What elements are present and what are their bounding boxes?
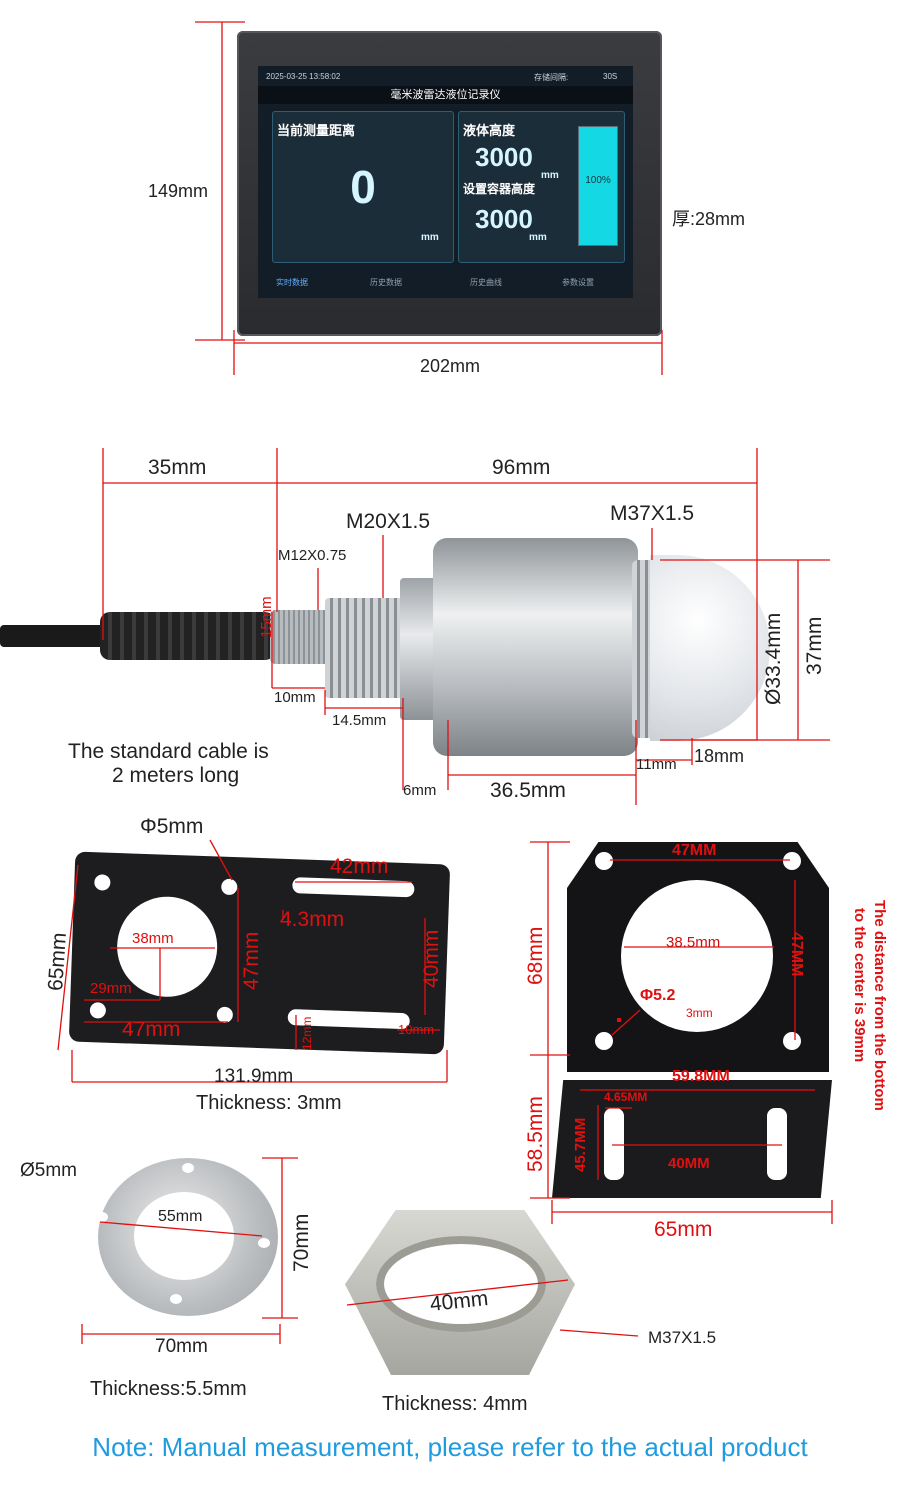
l-bracket-foot	[552, 1080, 832, 1198]
plate-dim-42: 42mm	[330, 855, 389, 878]
bracket-dim-47-side: 47MM	[788, 932, 805, 977]
nav-history-data[interactable]: 历史数据	[370, 278, 402, 287]
nav-realtime[interactable]: 实时数据	[276, 278, 308, 287]
bracket-slot	[767, 1108, 787, 1180]
sensor-dim-33-4: Ø33.4mm	[762, 612, 785, 705]
bracket-hole	[783, 1032, 801, 1050]
nut-thickness: Thickness: 4mm	[382, 1393, 528, 1415]
screen-title: 毫米波雷达液位记录仪	[258, 86, 633, 104]
container-label: 设置容器高度	[463, 182, 536, 196]
plate-dim-47-horizontal: 47mm	[122, 1018, 181, 1041]
level-bar: 100%	[578, 126, 618, 246]
plate-dim-10: 10mm	[398, 1022, 435, 1037]
sensor-dim-15: 15mm	[258, 596, 275, 638]
distance-unit: mm	[421, 232, 439, 243]
bracket-hole	[783, 852, 801, 870]
plate-dim-131-9: 131.9mm	[214, 1066, 294, 1087]
flange-dim-70-vertical: 70mm	[290, 1213, 313, 1272]
bracket-phi5-2: Φ5.2	[640, 987, 676, 1004]
bracket-dim-58-5: 58.5mm	[524, 1096, 547, 1172]
screen-storage-value: 30S	[603, 72, 618, 81]
monitor-screen: 2025-03-25 13:58:02 存储间隔: 30S 毫米波雷达液位记录仪…	[258, 66, 633, 298]
bracket-note-line1: The distance from the bottom	[871, 900, 888, 1111]
container-unit: mm	[529, 232, 547, 243]
monitor-width-dim: 202mm	[420, 356, 481, 376]
sensor-dim-10: 10mm	[274, 689, 316, 706]
plate-dim-40: 40mm	[420, 929, 443, 988]
flange-dim-55: 55mm	[158, 1208, 203, 1225]
nav-settings[interactable]: 参数设置	[562, 278, 594, 287]
bracket-dim-38-5: 38.5mm	[666, 934, 721, 951]
distance-value: 0	[350, 161, 376, 213]
flange-thickness: Thickness:5.5mm	[90, 1378, 247, 1400]
sensor-dim-11: 11mm	[636, 756, 677, 773]
m12-connector	[270, 610, 330, 664]
bracket-dim-59-8: 59.8MM	[672, 1068, 730, 1085]
sensor-m37: M37X1.5	[610, 502, 695, 525]
screen-status-bar: 2025-03-25 13:58:02 存储间隔: 30S	[258, 66, 633, 86]
bracket-center-hole	[621, 880, 773, 1032]
bracket-dim-3: 3mm	[686, 1006, 713, 1020]
flange-center-hole	[134, 1192, 234, 1280]
m20-thread	[325, 598, 403, 698]
bracket-dim-68: 68mm	[524, 926, 547, 985]
plate-dim-65: 65mm	[44, 931, 72, 992]
flange-hole	[258, 1238, 270, 1248]
plate-dim-47-vertical: 47mm	[240, 931, 263, 990]
bracket-dim-45-7: 45.7MM	[572, 1117, 589, 1172]
distance-label: 当前测量距离	[277, 123, 356, 138]
sensor-dim-37: 37mm	[803, 616, 826, 675]
bracket-hole	[595, 852, 613, 870]
sensor-dim-6: 6mm	[403, 782, 437, 799]
plate-dim-12: 12mm	[300, 1016, 314, 1050]
sensor-body	[433, 538, 638, 756]
nav-history-curve[interactable]: 历史曲线	[470, 278, 502, 287]
plate-dim-4-3: 4.3mm	[280, 908, 345, 931]
flange-dim-70-horizontal: 70mm	[155, 1336, 208, 1357]
plate-phi5: Φ5mm	[140, 815, 204, 838]
flange-hole	[170, 1294, 182, 1304]
footer-note: Note: Manual measurement, please refer t…	[92, 1432, 808, 1462]
bracket-note-line2: to the center is 39mm	[851, 908, 868, 1063]
plate-thickness: Thickness: 3mm	[196, 1092, 342, 1114]
plate-dim-29: 29mm	[90, 980, 132, 997]
bracket-dim-65: 65mm	[654, 1218, 713, 1241]
sensor-m12: M12X0.75	[278, 547, 347, 564]
plate-dim-38: 38mm	[132, 930, 174, 947]
bracket-dim-40: 40MM	[668, 1155, 710, 1172]
sensor-dim-35: 35mm	[148, 456, 207, 479]
sensor-dim-14-5: 14.5mm	[332, 712, 387, 729]
liquid-value: 3000	[475, 142, 533, 172]
level-percent: 100%	[585, 175, 611, 186]
monitor-height-dim: 149mm	[148, 181, 209, 201]
cable-note-line1: The standard cable is	[68, 740, 269, 763]
bracket-hole	[595, 1032, 613, 1050]
sensor-dim-36-5: 36.5mm	[490, 779, 566, 802]
distance-panel: 当前测量距离 0 mm	[272, 111, 454, 263]
cable-plug	[100, 612, 275, 660]
sensor-dim-96: 96mm	[492, 456, 551, 479]
cable-note-line2: 2 meters long	[112, 764, 240, 787]
flange-phi5: Ø5mm	[20, 1160, 77, 1181]
liquid-unit: mm	[541, 170, 559, 181]
hex-nut-bore	[376, 1236, 546, 1332]
bracket-dim-4-65: 4.65MM	[604, 1090, 648, 1104]
sensor-dim-18: 18mm	[694, 746, 745, 766]
screen-nav: 实时数据 历史数据 历史曲线 参数设置	[270, 273, 625, 293]
screen-storage-label: 存储间隔:	[534, 73, 569, 82]
bracket-slot	[604, 1108, 624, 1180]
sensor-m20: M20X1.5	[346, 510, 431, 533]
flange-hole	[96, 1212, 108, 1222]
level-bar-fill	[579, 127, 617, 245]
flange-hole	[182, 1163, 194, 1173]
l-bracket-vertical	[567, 842, 829, 1072]
nut-thread: M37X1.5	[648, 1328, 717, 1347]
bracket-dim-47-top: 47MM	[672, 842, 717, 859]
container-value: 3000	[475, 204, 533, 234]
screen-datetime: 2025-03-25 13:58:02	[266, 72, 341, 81]
monitor-thickness-dim: 厚:28mm	[672, 209, 746, 229]
liquid-label: 液体高度	[463, 123, 516, 138]
